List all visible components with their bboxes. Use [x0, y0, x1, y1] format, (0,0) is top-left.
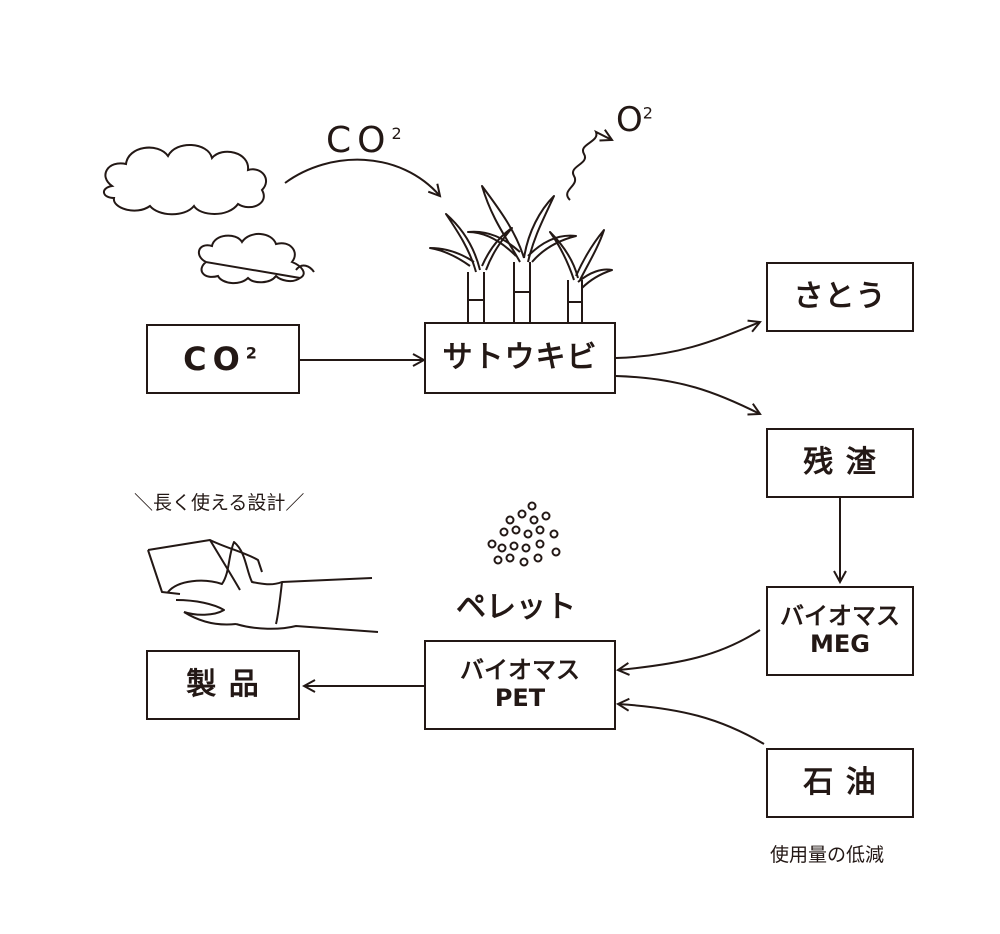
o2-text: O [616, 100, 643, 140]
sugarcane-box: サトウキビ [424, 322, 616, 394]
o2-release-arrow [566, 132, 612, 201]
bio-meg-line2: MEG [810, 630, 870, 658]
residue-box: 残 渣 [766, 428, 914, 498]
hand-with-product-icon [147, 539, 379, 633]
pellet-icon [487, 501, 561, 567]
co2-box: CO2 [146, 324, 300, 394]
long-use-label: ＼長く使える設計／ [134, 492, 305, 514]
sky-co2-sup: 2 [391, 124, 408, 143]
sugarcane-to-sugar-arrow [615, 322, 760, 359]
bio-meg-line1: バイオマス [780, 602, 900, 631]
petroleum-to-pet-arrow [618, 704, 765, 745]
sky-co2-label: CO2 [326, 120, 408, 161]
sugarcane-to-residue-arrow [615, 375, 760, 414]
cloud-icon [103, 143, 267, 216]
cloud-icon [197, 233, 305, 284]
product-box: 製 品 [146, 650, 300, 720]
meg-to-pet-arrow [618, 629, 761, 670]
co2-box-sup: 2 [245, 342, 263, 362]
o2-sup: 2 [642, 103, 653, 123]
co2-box-label: CO2 [183, 339, 263, 378]
cloud-wisp [295, 264, 315, 273]
sky-co2-text: CO [326, 120, 392, 161]
bio-meg-box: バイオマス MEG [766, 586, 914, 676]
o2-label: O2 [616, 100, 653, 140]
sugarcane-box-label: サトウキビ [442, 339, 598, 375]
product-box-label: 製 品 [186, 666, 260, 702]
sugarcane-plant-icon [429, 185, 613, 322]
co2-box-text: CO [183, 339, 246, 378]
bio-pet-line2: PET [494, 684, 546, 712]
bio-pet-box: バイオマス PET [424, 640, 616, 730]
sugar-box-label: さとう [793, 278, 887, 314]
residue-box-label: 残 渣 [803, 444, 877, 480]
pellet-label: ペレット [456, 590, 576, 625]
co2-absorb-arrow [284, 158, 440, 196]
sugar-box: さとう [766, 262, 914, 332]
petroleum-box-label: 石 油 [803, 764, 877, 800]
petroleum-box: 石 油 [766, 748, 914, 818]
bio-pet-line1: バイオマス [460, 656, 580, 685]
reduction-label: 使用量の低減 [770, 844, 885, 866]
